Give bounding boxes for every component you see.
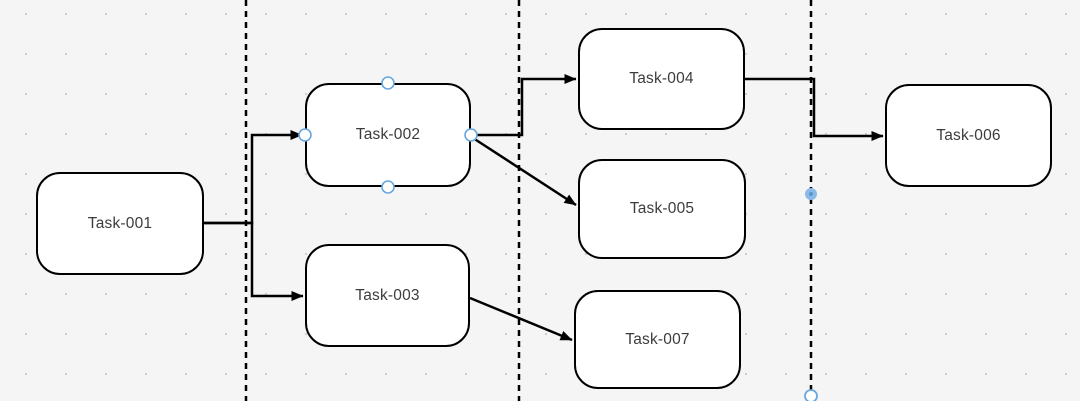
edge-task002-task005[interactable]	[472, 136, 577, 207]
node-task-001[interactable]: Task-001	[36, 172, 204, 275]
node-task-003[interactable]: Task-003	[305, 244, 470, 347]
node-task-006[interactable]: Task-006	[885, 84, 1052, 187]
connection-point-task002-right[interactable]	[464, 128, 478, 142]
connection-point-task002-bottom[interactable]	[381, 180, 395, 194]
connection-point-task002-left[interactable]	[298, 128, 312, 142]
node-task-005-label: Task-005	[629, 200, 695, 217]
node-task-006-label: Task-006	[936, 126, 1001, 144]
node-task-002-label: Task-002	[355, 126, 421, 143]
connection-point-task002-top[interactable]	[381, 76, 395, 90]
edge-task002-task004[interactable]	[471, 74, 577, 137]
node-task-003-label: Task-003	[355, 286, 420, 304]
node-task-007-label: Task-007	[625, 330, 690, 348]
edge-task003-task007[interactable]	[469, 296, 573, 342]
edge-task004-task006[interactable]	[745, 77, 884, 141]
node-task-004-label: Task-004	[629, 70, 694, 87]
node-task-005[interactable]: Task-005	[578, 159, 746, 259]
edge-task001-task003[interactable]	[204, 221, 304, 301]
separator3-endpoint-handle[interactable]	[804, 389, 818, 401]
separator3-midpoint-handle-dot	[809, 192, 813, 196]
node-task-001-label: Task-001	[87, 214, 153, 232]
node-task-002[interactable]: Task-002	[305, 83, 471, 187]
node-task-007[interactable]: Task-007	[574, 290, 741, 389]
edge-task001-task002[interactable]	[204, 130, 303, 225]
node-task-004[interactable]: Task-004	[578, 28, 745, 130]
